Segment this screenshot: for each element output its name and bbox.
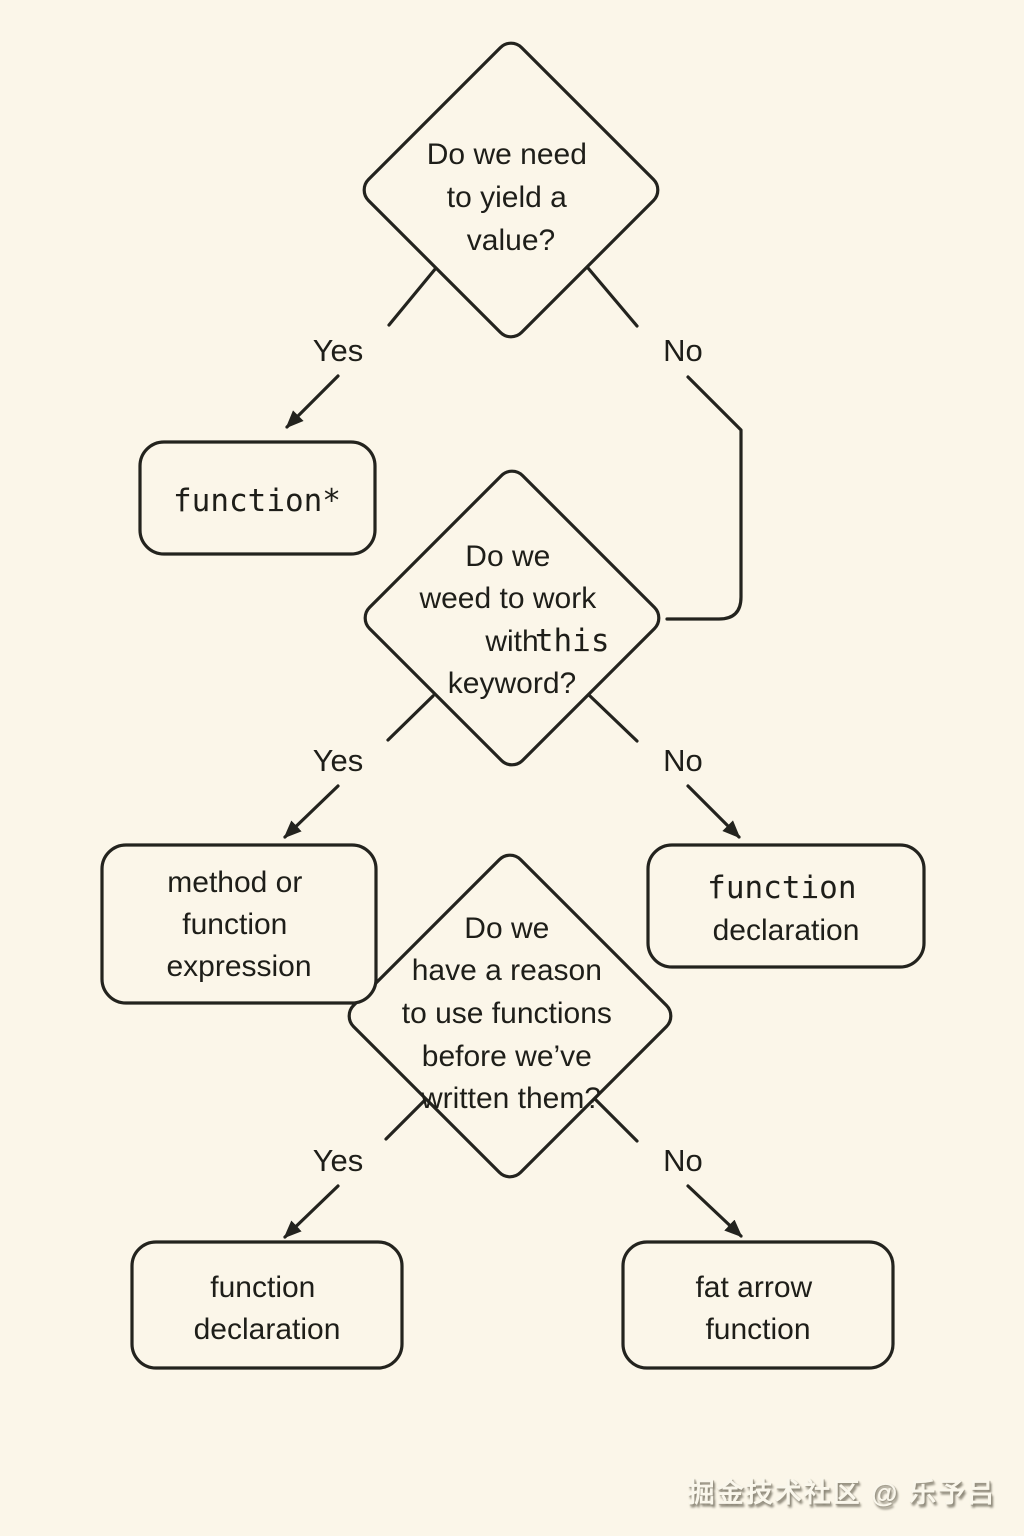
edge-d3-no-arrow (686, 1184, 743, 1238)
box-fat-arrow-text: fat arrow function (695, 1271, 820, 1346)
edge-d3-yes-upper (384, 1097, 428, 1141)
diamond3-line4: before we’ve (422, 1040, 592, 1073)
box-fat-arrow-line2: function (705, 1313, 810, 1346)
box-function-declaration-bottom-line2: declaration (194, 1313, 341, 1346)
branch-label-d3-yes: Yes (313, 1143, 364, 1178)
diamond1-line1: Do we need (427, 138, 587, 171)
decision-diamond-use-before-written (347, 853, 673, 1179)
edge-d1-yes-arrow (285, 374, 340, 429)
box-generator-label: function* (173, 483, 341, 519)
edge-d2-no-arrow (686, 784, 741, 839)
diamond3-line1: Do we (464, 912, 549, 945)
branch-label-d3-no: No (663, 1143, 703, 1178)
box-fat-arrow-line1: fat arrow (695, 1271, 812, 1304)
edge-d2-yes-arrow (283, 784, 340, 839)
edge-d1-no-to-d2 (665, 375, 743, 621)
box-method-expression-line1: method or (167, 866, 302, 899)
result-box-generator-function (138, 440, 377, 556)
decision-diamond-this-keyword (363, 469, 661, 767)
diamond3-line3: to use functions (402, 997, 612, 1030)
branch-label-d1-yes: Yes (313, 333, 364, 368)
box-function-declaration-mid-text: function declaration (707, 870, 865, 947)
box-function-declaration-mid-line1-code: function (707, 870, 856, 906)
diamond1-line2: to yield a (447, 181, 567, 214)
decision-diamond-yield-value (362, 41, 660, 339)
diamond3-text: Do we have a reason to use functions bef… (402, 912, 620, 1115)
box-method-expression-line3: expression (166, 950, 311, 983)
diamond3-line5: written them? (420, 1082, 601, 1115)
result-box-function-declaration-mid (646, 843, 926, 969)
result-box-method-or-function-expression (100, 843, 378, 1005)
edge-d2-yes-upper (386, 694, 435, 742)
edge-d3-no-upper (593, 1097, 639, 1143)
result-box-fat-arrow-function (621, 1240, 895, 1370)
branch-label-d1-no: No (663, 333, 703, 368)
diamond2-text: Do we weed to work withthis keyword? (418, 540, 617, 700)
diamond3-line2: have a reason (412, 954, 602, 987)
diamond2-line3-with: with (484, 625, 538, 658)
branch-label-d2-yes: Yes (313, 743, 364, 778)
diamond1-text: Do we need to yield a value? (427, 138, 595, 257)
edge-d2-no-upper (588, 694, 639, 743)
box-function-declaration-bottom-line1: function (210, 1271, 315, 1304)
diamond1-line3: value? (467, 224, 555, 257)
edge-d3-yes-arrow (283, 1184, 340, 1239)
edge-d1-no-upper (586, 266, 639, 328)
box-method-expression-line2: function (182, 908, 287, 941)
box-function-declaration-bottom-text: function declaration (194, 1271, 341, 1346)
diamond2-line2: weed to work (418, 582, 597, 615)
box-function-declaration-mid-line2: declaration (713, 914, 860, 947)
diamond2-line1: Do we (465, 540, 550, 573)
result-box-function-declaration-bottom (130, 1240, 404, 1370)
edge-d1-yes-upper (387, 266, 438, 327)
diamond2-line3-this-keyword-code: this (535, 623, 610, 659)
watermark: 掘金技术社区 @ 乐予吕 (687, 1478, 996, 1508)
branch-label-d2-no: No (663, 743, 703, 778)
box-method-expression-text: method or function expression (166, 866, 311, 983)
diamond2-line4: keyword? (448, 667, 576, 700)
